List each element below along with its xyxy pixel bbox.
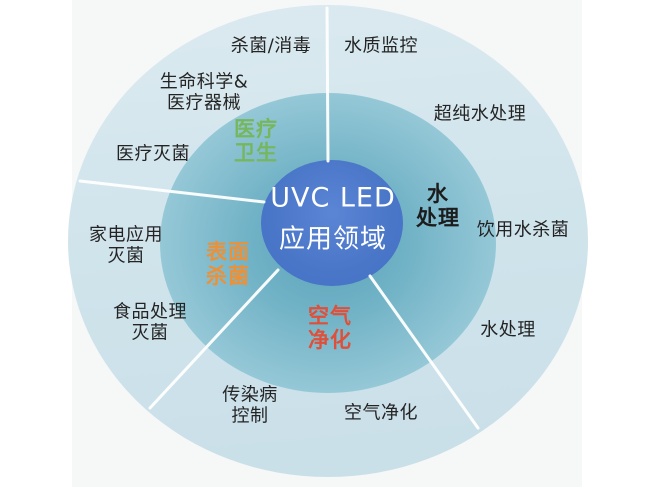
- outer-label-sterilization-disinfection: 杀菌/消毒: [230, 35, 312, 57]
- outer-label-air-purification-outer: 空气净化: [344, 402, 418, 424]
- outer-label-home-appliance-sterilization: 家电应用 灭菌: [89, 224, 163, 266]
- center-title-line2: 应用领域: [278, 224, 388, 255]
- outer-label-infectious-disease-control: 传染病 控制: [222, 384, 278, 426]
- outer-label-water-treatment-outer: 水处理: [480, 319, 536, 341]
- outer-label-food-processing-sterilization: 食品处理 灭菌: [113, 301, 187, 343]
- outer-label-drinking-water-sterilization: 饮用水杀菌: [476, 219, 570, 241]
- outer-label-medical-sterilization: 医疗灭菌: [116, 143, 190, 165]
- sector-label-surface-sterilization: 表面 杀菌: [206, 239, 250, 288]
- center-title-line1: UVC LED: [270, 182, 396, 214]
- sector-label-air-purification: 空气 净化: [308, 303, 352, 352]
- outer-label-water-quality-monitoring: 水质监控: [344, 35, 418, 57]
- sector-label-water-treatment: 水 处理: [416, 181, 460, 230]
- outer-label-life-science-medical-devices: 生命科学& 医疗器械: [159, 71, 249, 113]
- center-circle: [261, 160, 403, 286]
- outer-label-ultrapure-water-treatment: 超纯水处理: [433, 103, 527, 125]
- sector-label-medical-hygiene: 医疗 卫生: [234, 116, 278, 165]
